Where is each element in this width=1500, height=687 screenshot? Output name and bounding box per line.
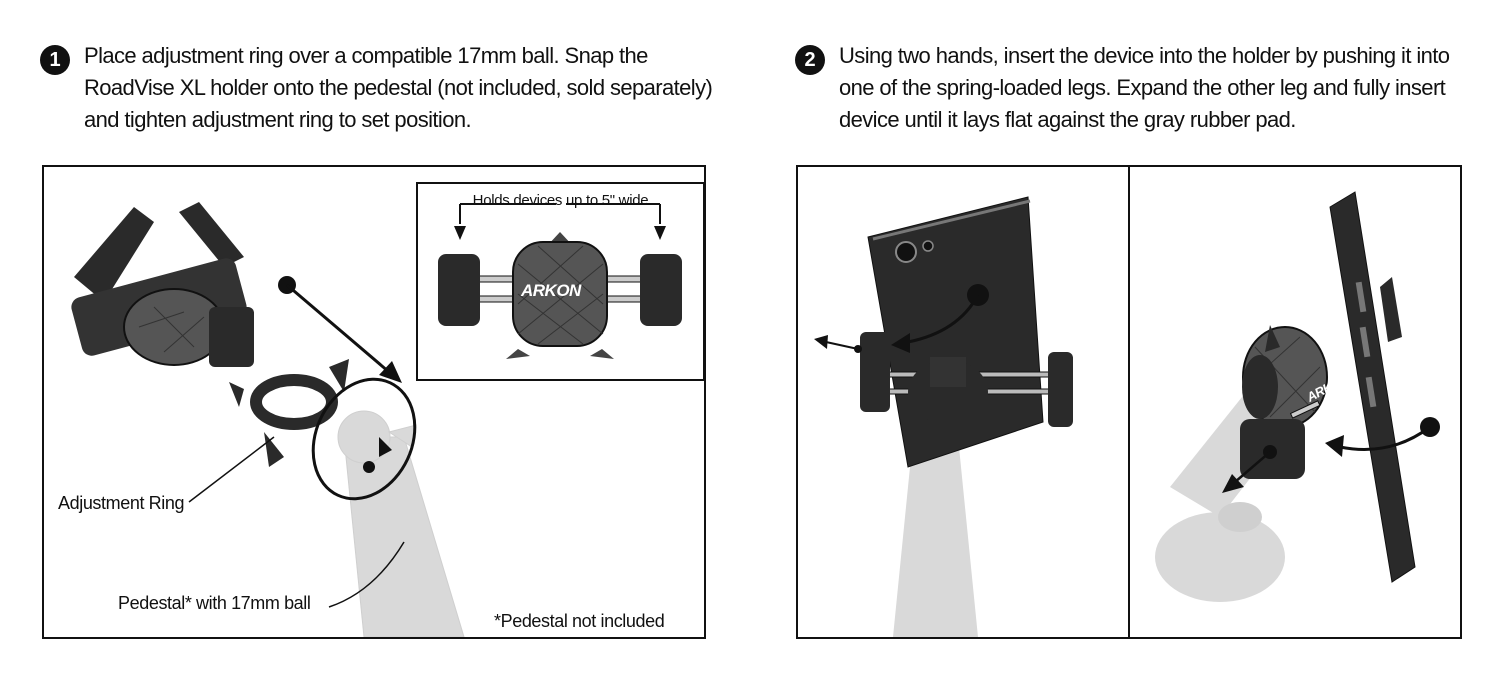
step-1: 1 Place adjustment ring over a compatibl… <box>40 40 730 136</box>
step-2-insert-illustration <box>814 196 1073 637</box>
holder-illustration <box>71 202 254 367</box>
pedestal-callout: Pedestal* with 17mm ball <box>118 593 311 613</box>
inset-brand-logo: ARKON <box>521 281 581 300</box>
step-1-number-badge: 1 <box>40 45 70 75</box>
width-inset: Holds devices up to 5" wide ARKON <box>416 182 704 381</box>
step-1-heading: 1 Place adjustment ring over a compatibl… <box>40 40 730 136</box>
adjustment-ring-illustration <box>229 359 349 467</box>
pedestal-illustration <box>337 410 465 637</box>
step-1-illustration-panel: Holds devices up to 5" wide ARKON Adjust… <box>42 165 706 639</box>
step-2-seat-illustration <box>1155 191 1440 602</box>
adjustment-ring-callout: Adjustment Ring <box>58 493 185 513</box>
step-2-seat-illustration-panel: ARKON <box>1128 165 1462 639</box>
inset-illustration <box>438 203 682 359</box>
phone-illustration <box>867 196 1044 468</box>
step-2-insert-illustration-panel <box>796 165 1130 639</box>
pedestal-footnote: *Pedestal not included <box>494 611 665 631</box>
step-2: 2 Using two hands, insert the device int… <box>795 40 1485 136</box>
step-1-instructions: Place adjustment ring over a compatible … <box>84 43 713 132</box>
step-2-heading: 2 Using two hands, insert the device int… <box>795 40 1485 136</box>
step-1-illustration <box>71 202 465 637</box>
phone-side-illustration <box>1329 191 1416 583</box>
holder-illustration <box>860 332 1073 427</box>
step-2-number-badge: 2 <box>795 45 825 75</box>
step-2-instructions: Using two hands, insert the device into … <box>839 43 1450 132</box>
